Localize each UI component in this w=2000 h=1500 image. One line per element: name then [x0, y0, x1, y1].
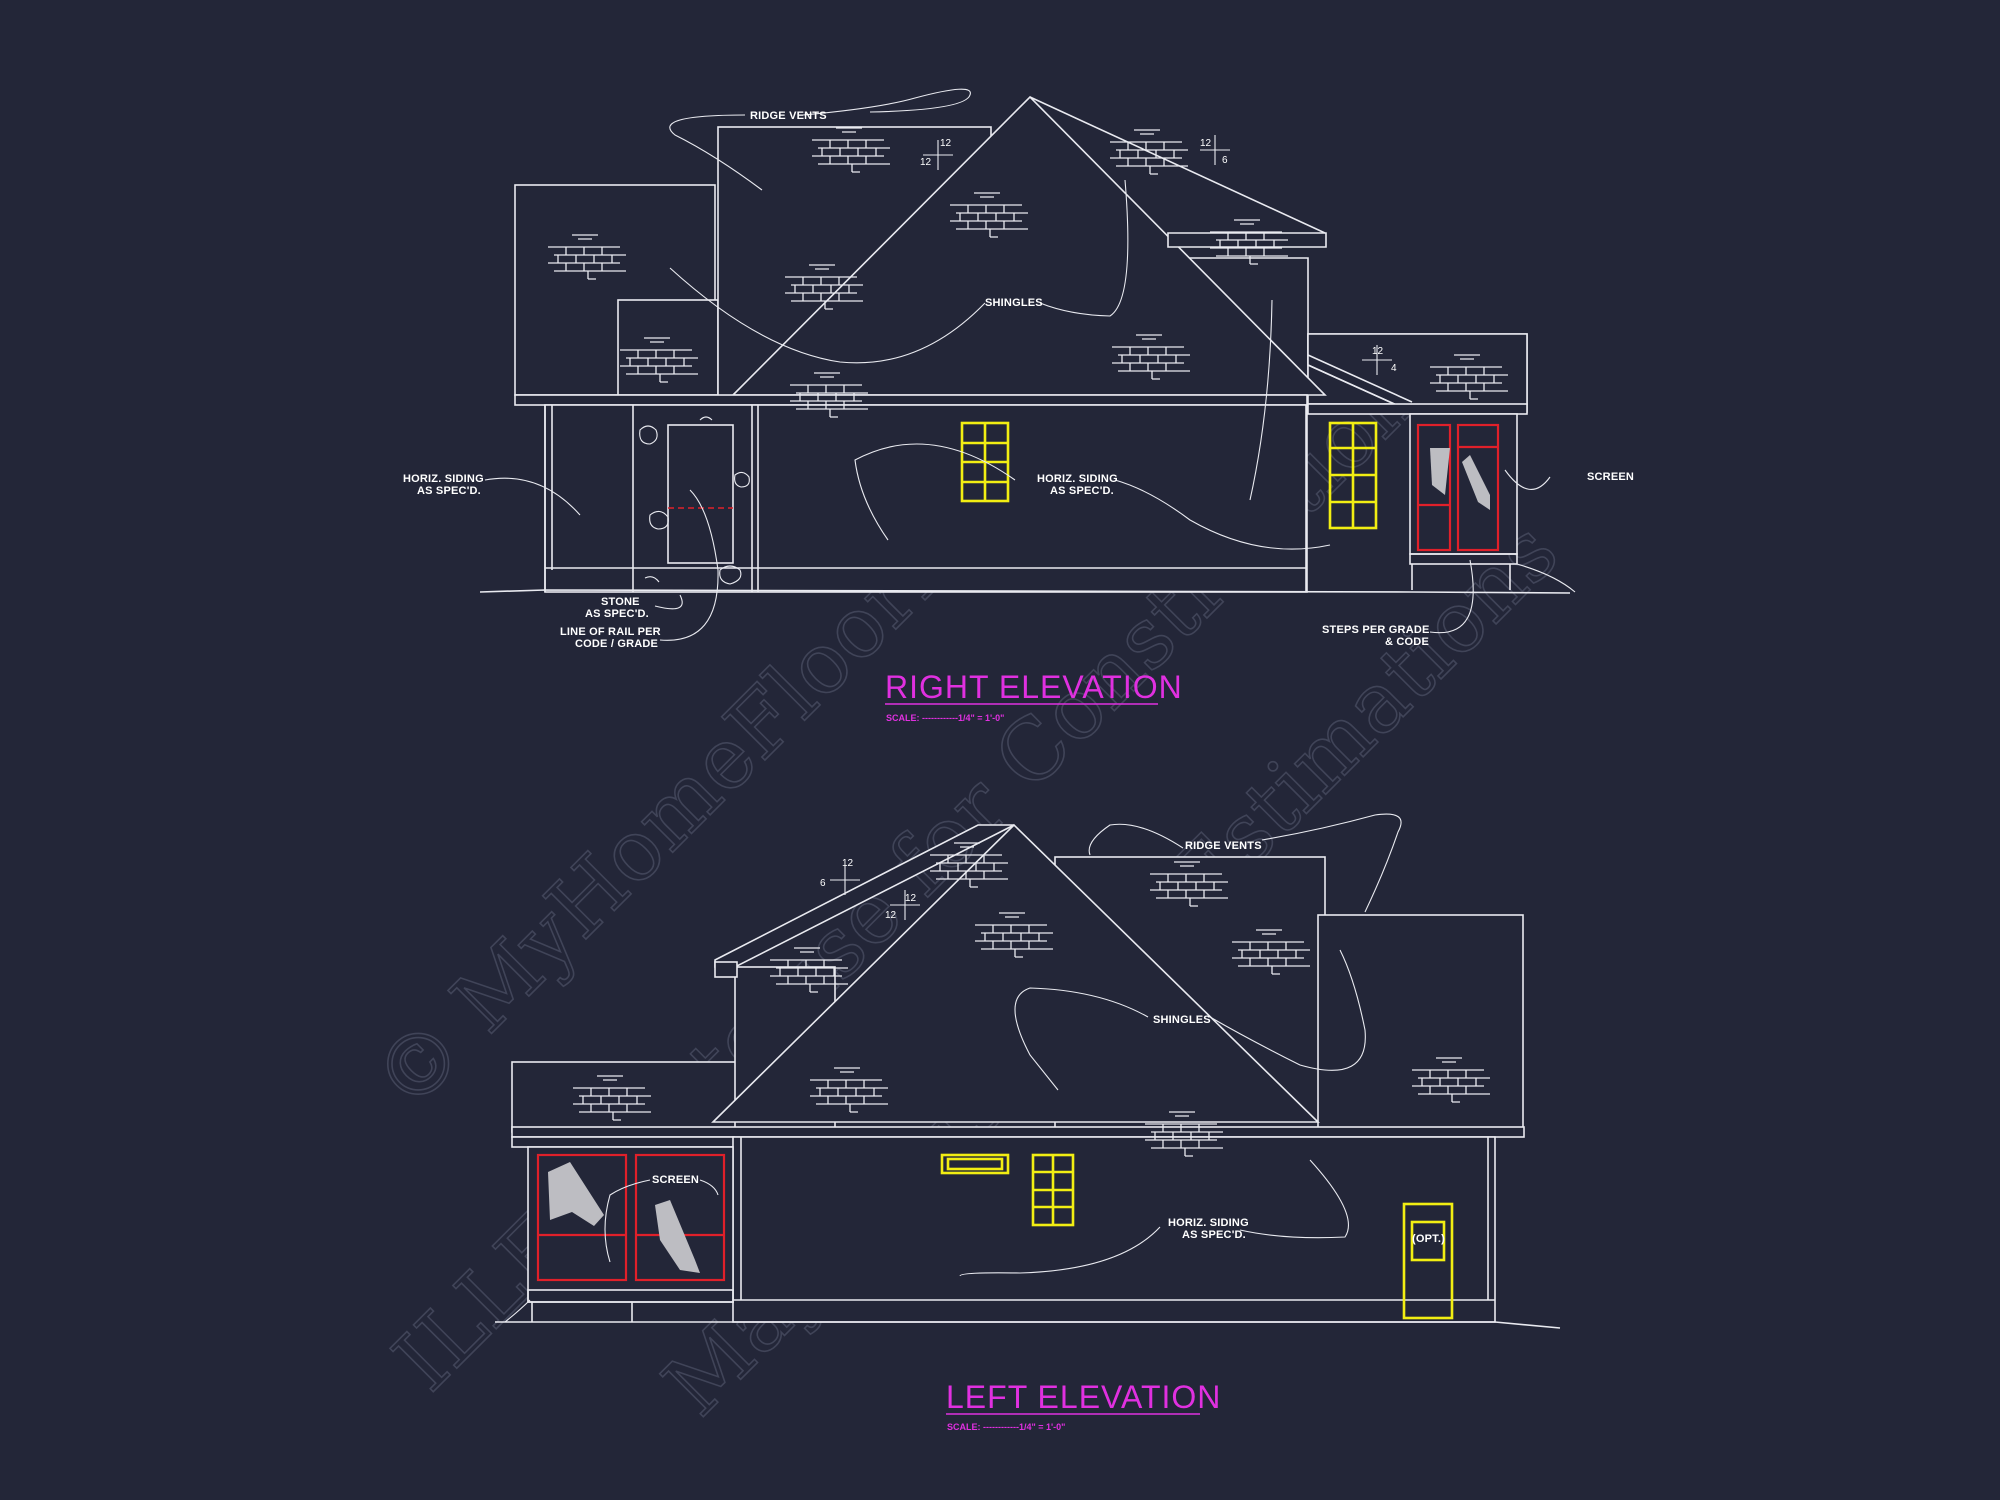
right-elevation-title: RIGHT ELEVATION [885, 669, 1183, 705]
window-double-hung [1031, 1153, 1075, 1227]
window-transom [940, 1153, 1010, 1175]
main-wall [544, 404, 1308, 593]
pitch-run: 12 [920, 157, 932, 168]
pitch-run: 12 [905, 893, 917, 904]
right-elevation: 12 12 12 6 12 4 RIDGE VENTS SHINGLES HOR… [403, 88, 1634, 723]
screen-porch-panels [536, 1153, 726, 1282]
note-ridge-vents: RIDGE VENTS [1185, 840, 1262, 852]
pitch-symbol-3: 12 4 [1362, 345, 1397, 375]
pitch-rise: 12 [1200, 138, 1212, 149]
note-horiz-siding-left: HORIZ. SIDING [403, 473, 484, 485]
pitch-symbol-1: 12 12 [920, 138, 953, 170]
side-door [667, 424, 734, 564]
pitch-rise: 12 [885, 910, 897, 921]
left-roof-block [511, 1061, 738, 1133]
note-screen: SCREEN [652, 1174, 699, 1186]
porch-wall [1409, 413, 1518, 555]
right-elevation-scale: SCALE: ------------1/4" = 1'-0" [886, 713, 1004, 723]
note-horiz-siding-mid-2: AS SPEC'D. [1050, 485, 1114, 497]
pitch-symbol-2: 12 6 [1200, 135, 1230, 166]
main-fascia [511, 1126, 1525, 1138]
leader-lines [484, 88, 1551, 641]
note-horiz-siding: HORIZ. SIDING [1168, 1217, 1249, 1229]
note-horiz-siding-mid: HORIZ. SIDING [1037, 473, 1118, 485]
pitch-rise: 12 [1372, 346, 1384, 357]
grade-line [495, 1321, 1561, 1329]
left-elevation: (OPT.) 6 12 [495, 813, 1561, 1432]
note-steps-2: & CODE [1385, 636, 1429, 648]
note-stone: STONE [601, 596, 640, 608]
left-elevation-scale: SCALE: ------------1/4" = 1'-0" [947, 1422, 1065, 1432]
grade-curve [1516, 563, 1576, 593]
grade-line [479, 589, 1571, 594]
stone-cluster [639, 416, 750, 585]
note-rail-2: CODE / GRADE [575, 638, 658, 650]
right-roof-block [1317, 914, 1524, 1133]
note-ridge-vents: RIDGE VENTS [750, 110, 827, 122]
door-opt-label: (OPT.) [1412, 1233, 1445, 1245]
note-screen: SCREEN [1587, 471, 1634, 483]
pitch-run: 6 [1222, 155, 1228, 166]
main-wall [732, 1136, 1496, 1323]
pitch-symbol-1: 6 12 [820, 858, 860, 895]
pitch-rise: 12 [940, 138, 952, 149]
note-steps: STEPS PER GRADE [1322, 624, 1430, 636]
leader-lines [604, 813, 1402, 1277]
roof-cap [714, 961, 738, 978]
porch-roof-line [1307, 354, 1413, 403]
porch-fascia [1307, 403, 1528, 415]
porch-step [1409, 553, 1518, 565]
grade-curve [504, 1299, 531, 1323]
note-shingles: SHINGLES [1153, 1014, 1211, 1026]
optional-door: (OPT.) [1402, 1202, 1454, 1320]
note-rail: LINE OF RAIL PER [560, 626, 661, 638]
porch-base [527, 1289, 734, 1303]
note-stone-2: AS SPEC'D. [585, 608, 649, 620]
right-roof-ridge [1029, 96, 1326, 234]
pitch-rise: 6 [820, 878, 826, 889]
window-double-hung-2 [1328, 421, 1378, 530]
main-hip-roof [711, 823, 1320, 1123]
left-roof-step [617, 299, 719, 396]
left-elevation-title: LEFT ELEVATION [946, 1379, 1221, 1415]
porch-fascia [511, 1136, 735, 1148]
screen-porch-panel [1416, 423, 1500, 552]
pitch-symbol-2: 12 12 [885, 890, 920, 921]
main-fascia [514, 394, 1308, 406]
note-horiz-siding-2: AS SPEC'D. [1182, 1229, 1246, 1241]
note-horiz-siding-left-2: AS SPEC'D. [417, 485, 481, 497]
pitch-run: 12 [842, 858, 854, 869]
pitch-run: 4 [1391, 363, 1397, 374]
note-shingles: SHINGLES [985, 297, 1043, 309]
